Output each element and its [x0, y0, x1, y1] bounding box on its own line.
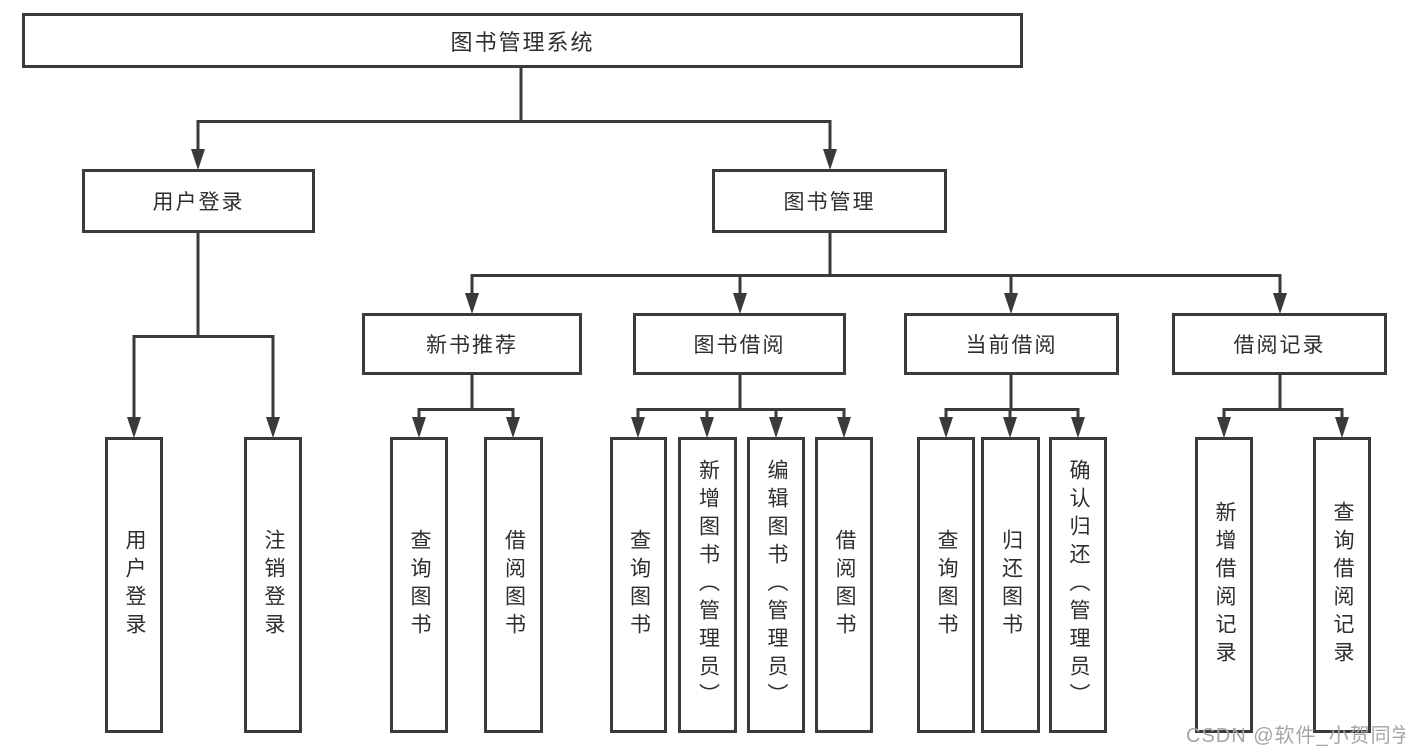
node-current-return-books: 归还图书: [981, 437, 1040, 733]
node-current-query-books: 查询图书: [917, 437, 975, 733]
node-borrowing-add-books: 新增图书（管理员）: [678, 437, 737, 733]
node-borrowing-edit-books: 编辑图书（管理员）: [747, 437, 805, 733]
node-recommend-borrow-books: 借阅图书: [484, 437, 543, 733]
node-book-management: 图书管理: [712, 169, 947, 233]
node-new-book-recommend: 新书推荐: [362, 313, 582, 375]
node-current-borrowing: 当前借阅: [904, 313, 1119, 375]
node-borrowing-query-books: 查询图书: [610, 437, 667, 733]
node-borrow-records: 借阅记录: [1172, 313, 1387, 375]
node-current-confirm-return: 确认归还（管理员）: [1049, 437, 1107, 733]
node-login: 用户登录: [105, 437, 163, 733]
node-logout: 注销登录: [244, 437, 302, 733]
csdn-watermark: CSDN @软件_小贺同学: [1186, 725, 1405, 747]
node-library-system: 图书管理系统: [22, 13, 1023, 68]
node-records-query-record: 查询借阅记录: [1313, 437, 1371, 733]
node-book-borrowing: 图书借阅: [633, 313, 846, 375]
node-borrowing-borrow-books: 借阅图书: [815, 437, 873, 733]
node-recommend-query-books: 查询图书: [390, 437, 448, 733]
node-user-login: 用户登录: [82, 169, 315, 233]
node-records-add-record: 新增借阅记录: [1195, 437, 1253, 733]
